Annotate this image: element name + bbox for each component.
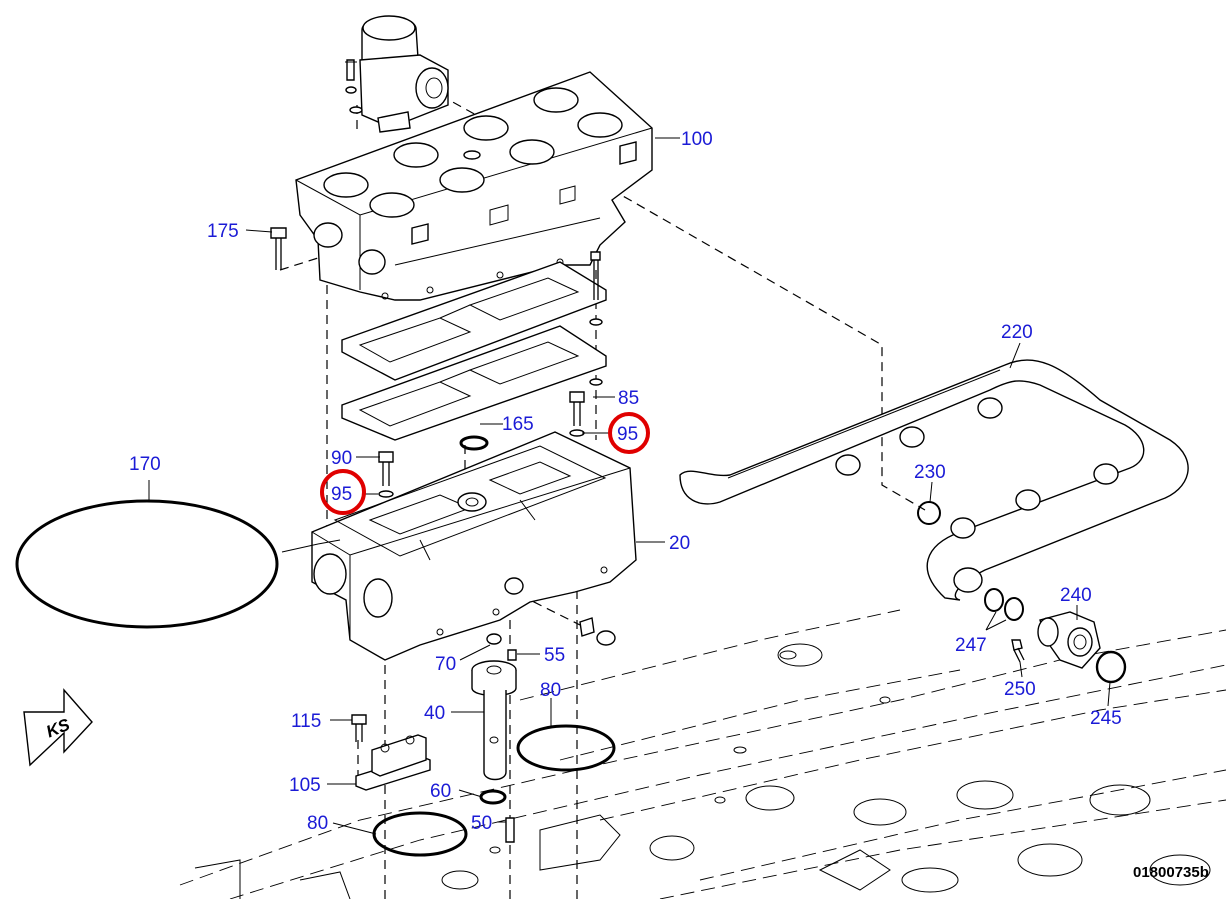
callout-20[interactable]: 20 <box>669 533 690 554</box>
callout-115[interactable]: 115 <box>291 711 321 732</box>
callout-170[interactable]: 170 <box>129 454 161 475</box>
callout-247[interactable]: 247 <box>955 635 987 656</box>
callout-245[interactable]: 245 <box>1090 708 1122 729</box>
callout-250[interactable]: 250 <box>1004 679 1036 700</box>
o-ring-80-lower <box>372 811 468 857</box>
callout-220[interactable]: 220 <box>1001 322 1033 343</box>
housing-20 <box>311 431 637 661</box>
callout-165[interactable]: 165 <box>502 414 534 435</box>
manifold-housing-100 <box>295 71 653 301</box>
ks-direction-arrow <box>23 688 93 767</box>
bracket-105 <box>351 714 431 791</box>
gaskets <box>341 261 607 441</box>
callout-40[interactable]: 40 <box>424 703 445 724</box>
coolant-pipe-220 <box>679 359 1189 601</box>
o-ring-170 <box>15 499 279 629</box>
callout-100[interactable]: 100 <box>681 129 713 150</box>
callout-60[interactable]: 60 <box>430 781 451 802</box>
callout-80-upper[interactable]: 80 <box>540 680 561 701</box>
callout-labels: 100 175 220 85 165 95 90 95 170 20 230 2… <box>129 129 1122 834</box>
callout-240[interactable]: 240 <box>1060 585 1092 606</box>
callout-95-right[interactable]: 95 <box>617 424 638 445</box>
callout-70[interactable]: 70 <box>435 654 456 675</box>
piston-assembly-40 <box>372 633 616 857</box>
callout-80-lower[interactable]: 80 <box>307 813 328 834</box>
highlight-circle-95-left <box>320 469 366 515</box>
assembly-guide-lines <box>279 94 926 899</box>
top-valve-assembly <box>345 15 449 133</box>
highlight-circle-95-right <box>608 412 650 454</box>
fasteners <box>270 227 603 498</box>
document-id: 01800735b <box>1133 864 1209 881</box>
o-ring-80-upper <box>516 724 616 772</box>
flange-assembly-240 <box>917 501 1127 684</box>
callout-105[interactable]: 105 <box>289 775 321 796</box>
callout-55[interactable]: 55 <box>544 645 565 666</box>
o-ring-60 <box>479 789 507 805</box>
callout-230[interactable]: 230 <box>914 462 946 483</box>
callout-95-left[interactable]: 95 <box>331 484 352 505</box>
callout-90[interactable]: 90 <box>331 448 352 469</box>
callout-50[interactable]: 50 <box>471 813 492 834</box>
callout-85[interactable]: 85 <box>618 388 639 409</box>
callout-175[interactable]: 175 <box>207 221 239 242</box>
